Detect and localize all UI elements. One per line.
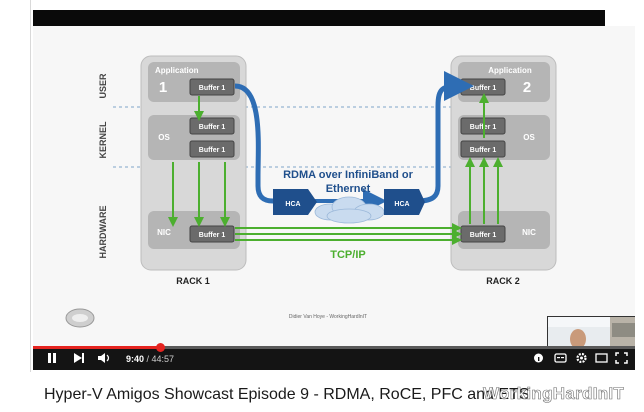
tcp-ip-label: TCP/IP [330, 249, 365, 261]
layer-label-hardware: HARDWARE [98, 206, 108, 259]
rdma-diagram-slide: USER KERNEL HARDWARE Application 1 Buffe… [65, 55, 557, 328]
fullscreen-icon[interactable] [615, 352, 628, 364]
webcam-feed [548, 317, 635, 346]
progress-fill [33, 346, 161, 349]
rack1-label: RACK 1 [176, 276, 210, 286]
rack2-label: RACK 2 [486, 276, 520, 286]
rack2-user-buffer-label: Buffer 1 [470, 85, 497, 92]
layer-label-kernel: KERNEL [98, 121, 108, 159]
current-time: 9:40 [126, 354, 145, 364]
rack1-user-buffer-label: Buffer 1 [199, 85, 226, 92]
network-cloud [314, 196, 385, 224]
rack1-application-number: 1 [159, 79, 167, 96]
rack1-nic-buffer-label: Buffer 1 [199, 232, 226, 239]
rack1-kernel-data-path [168, 96, 230, 227]
rack1-application-label: Application [155, 66, 199, 75]
player-controls: 9:40 / 44:57 [33, 343, 635, 370]
video-player[interactable]: USER KERNEL HARDWARE Application 1 Buffe… [33, 26, 635, 346]
hca-rack2-label: HCA [394, 201, 409, 208]
rack1-kernel-buffer-a-label: Buffer 1 [199, 124, 226, 131]
hca-rack2 [384, 189, 425, 215]
rack2-application-number: 2 [523, 79, 531, 96]
theater-icon[interactable] [595, 352, 608, 364]
time-display: 9:40 / 44:57 [126, 352, 174, 366]
next-icon[interactable] [73, 352, 86, 364]
progress-bar[interactable] [33, 343, 635, 352]
webcam-overlay [547, 316, 635, 346]
rack2-nic-buffer-label: Buffer 1 [470, 232, 497, 239]
total-time: 44:57 [151, 354, 175, 364]
rdma-path-source [234, 83, 274, 204]
settings-icon[interactable] [575, 352, 588, 364]
info-icon[interactable] [533, 352, 544, 364]
hca-rack1-label: HCA [285, 201, 300, 208]
rack1-nic-buffer [189, 225, 235, 243]
rack1-kernel-buffer-b-label: Buffer 1 [199, 147, 226, 154]
play-icon[interactable] [47, 352, 58, 364]
rack2-nic-label: NIC [522, 228, 536, 237]
rack1-kernel-buffer-a [189, 117, 235, 135]
video-top-bar [33, 10, 605, 26]
layer-label-user: USER [98, 73, 108, 99]
watermark: WorkingHardInIT [483, 384, 625, 404]
rdma-label-line1: RDMA over InfiniBand or [283, 169, 413, 181]
hca-rack1 [273, 189, 317, 215]
captions-icon[interactable] [554, 352, 567, 364]
time-separator: / [144, 354, 152, 364]
rdma-path-destination [417, 71, 474, 204]
rdma-label-line2: Ethernet [326, 183, 371, 195]
volume-icon[interactable] [97, 352, 111, 364]
rack2-application-label: Application [488, 66, 532, 75]
tcp-ip-path [235, 223, 462, 245]
rack2-os-label: OS [523, 133, 535, 142]
rack1-kernel-buffer-b [189, 140, 235, 158]
slide-logo-icon [65, 308, 95, 328]
rack1-nic-label: NIC [157, 228, 171, 237]
rack2-kernel-buffer-b-label: Buffer 1 [470, 147, 497, 154]
progress-scrubber[interactable] [156, 343, 166, 352]
rack1-os-label: OS [158, 133, 170, 142]
rack1-user-buffer [189, 78, 235, 96]
rack2-kernel-data-path [465, 93, 503, 224]
slide-footer: Didier Van Hoye - WorkingHardInIT [289, 314, 367, 320]
video-title: Hyper-V Amigos Showcast Episode 9 - RDMA… [44, 386, 530, 403]
